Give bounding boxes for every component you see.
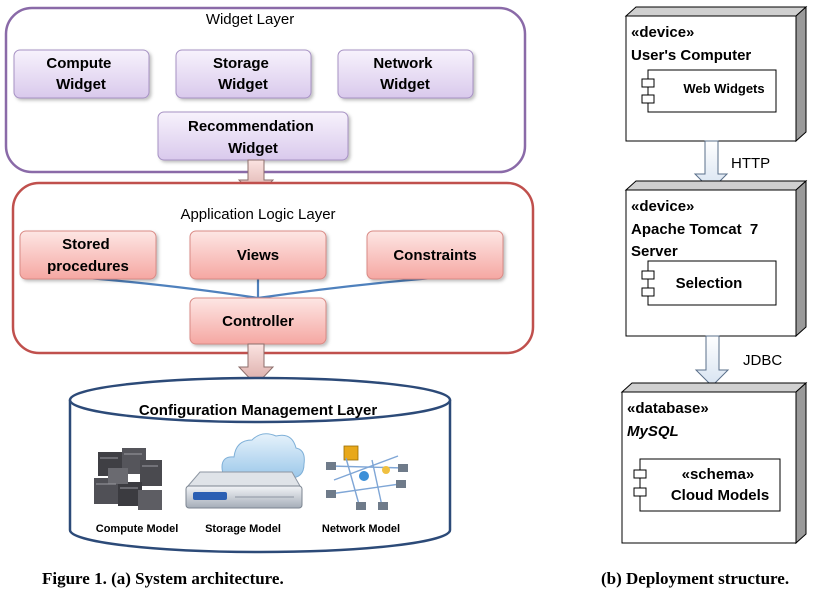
views-label: Views [237,247,279,264]
component-icon [641,270,655,280]
svg-text:Storage Widget: Storage Widget [213,55,273,93]
deployment-node-tomcat: «device» Apache Tomcat 7 Server Selectio… [624,179,808,338]
network-widget-line1: Network [373,55,433,72]
controller-connectors [87,276,433,300]
recommendation-widget-line2: Widget [228,140,278,157]
widget-layer-title: Widget Layer [206,11,294,28]
compute-widget: Compute Widget [13,49,150,99]
recommendation-widget: Recommendation Widget [157,111,349,161]
network-widget-line2: Widget [380,76,430,93]
logic-layer-title: Application Logic Layer [180,206,335,223]
svg-text:Stored procedures: Stored procedures [47,236,129,275]
compute-widget-line1: Compute [46,55,111,72]
svg-text:Recommendation Widget: Recommendation Widget [188,118,318,157]
deployment-node-mysql: «database» MySQL «schema» Cloud Models [620,381,808,545]
svg-text:Network Widget: Network Widget [373,55,436,93]
node3-component-stereotype: «schema» [682,466,755,483]
storage-widget-line1: Storage [213,55,269,72]
component-icon [633,469,647,479]
config-layer-cylinder-top [68,376,452,424]
node2-name-line2: Server [631,243,678,260]
node1-name: User's Computer [631,47,751,64]
jdbc-label: JDBC [743,352,782,369]
config-layer: Configuration Management Layer Compute M… [68,376,452,554]
storage-model-label: Storage Model [205,523,281,535]
cloud-icon [221,433,305,479]
node1-component-label: Web Widgets [683,81,764,96]
logic-layer: Application Logic Layer Stored procedure… [11,181,535,355]
node2-component: Selection [641,260,777,306]
storage-widget: Storage Widget [175,49,312,99]
node3-name: MySQL [627,423,679,440]
compute-model-icon [94,448,162,510]
node2-stereotype: «device» [631,198,694,215]
component-icon [641,78,655,88]
compute-model-label: Compute Model [96,523,179,535]
svg-text:«schema» Cloud Models: «schema» Cloud Models [671,466,769,504]
views-box: Views [189,230,327,280]
node3-stereotype: «database» [627,400,709,417]
controller-box: Controller [189,297,327,345]
stored-procedures-line1: Stored [62,236,110,253]
config-layer-title: Configuration Management Layer [139,402,378,419]
figure-caption-a: Figure 1. (a) System architecture. [42,569,284,588]
http-label: HTTP [731,155,770,172]
stored-procedures-box: Stored procedures [19,230,157,280]
network-model-icon [326,445,408,510]
node2-name-line1: Apache Tomcat 7 [631,221,758,238]
node3-component-label: Cloud Models [671,487,769,504]
node3-component: «schema» Cloud Models [633,458,781,512]
storage-widget-line2: Widget [218,76,268,93]
constraints-label: Constraints [393,247,476,264]
storage-model-icon [185,433,305,509]
widget-layer: Widget Layer Compute Widget Storage Widg… [4,6,527,174]
figure-caption-b: (b) Deployment structure. [601,569,790,588]
stored-procedures-line2: procedures [47,258,129,275]
node1-stereotype: «device» [631,24,694,41]
network-widget: Network Widget [337,49,474,99]
recommendation-widget-line1: Recommendation [188,118,314,135]
compute-widget-line2: Widget [56,76,106,93]
arrow-logic-to-config [237,343,275,386]
arrow-jdbc [694,335,730,387]
node2-component-label: Selection [676,275,743,292]
constraints-box: Constraints [366,230,504,280]
network-model-label: Network Model [322,523,400,535]
node1-component: Web Widgets [641,69,777,113]
controller-label: Controller [222,313,294,330]
svg-text:Compute Widget: Compute Widget [46,55,115,93]
deployment-node-users-computer: «device» User's Computer Web Widgets [624,5,808,143]
